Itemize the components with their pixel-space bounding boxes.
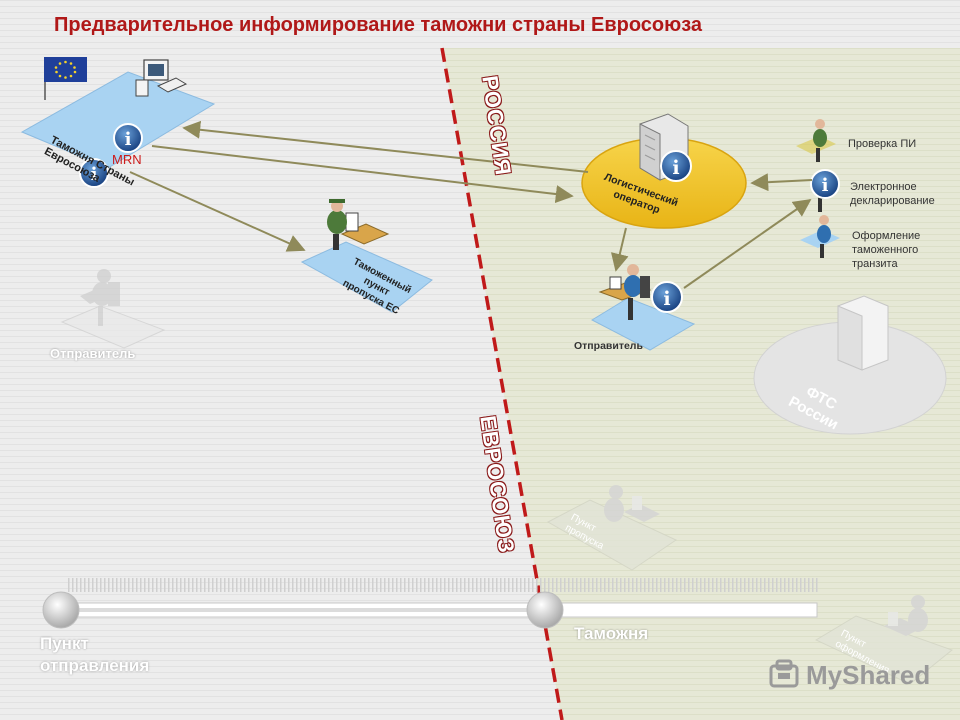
rail-track — [66, 578, 818, 592]
transit-label-3: транзита — [852, 258, 898, 270]
ru-checkpoint-node — [546, 485, 678, 571]
arrow-sender-to-declaration — [683, 198, 812, 289]
e-declaration-label-1: Электронное — [850, 181, 917, 193]
e-declaration-label-2: декларирование — [850, 195, 935, 207]
watermark: MyShared — [768, 658, 930, 692]
operator-icon — [598, 264, 652, 320]
transit-label-1: Оформление — [852, 230, 921, 242]
eu-customs-node — [20, 57, 216, 169]
arrow-eu-customs-to-logistics — [151, 145, 574, 204]
eu-sender-label: Отправитель — [50, 346, 136, 361]
info-icon: i — [79, 158, 109, 188]
arrow-logistics-to-eu-customs — [182, 120, 589, 173]
eu-sender-node — [60, 269, 166, 349]
arrow-eu-customs-to-border-post — [129, 171, 306, 252]
page-title: Предварительное информирование таможни с… — [54, 14, 702, 36]
transit-figure — [800, 215, 840, 258]
timeline-start-label-1: Пункт — [40, 634, 89, 653]
mrn-label: MRN — [112, 152, 142, 167]
timeline-customs-label: Таможня — [574, 624, 649, 643]
arrow-declaration-to-logistics — [750, 173, 813, 192]
arrow-logistics-to-sender — [610, 227, 629, 272]
watermark-text: MyShared — [806, 659, 931, 690]
server-icon — [837, 295, 889, 371]
svg-text:i: i — [91, 164, 98, 185]
info-icon: i — [651, 281, 683, 313]
operator-icon — [80, 269, 120, 326]
svg-text:i: i — [822, 175, 829, 196]
watermark-logo-icon — [769, 659, 799, 688]
fts-node — [753, 295, 947, 435]
timeline-start-label-2: отправления — [40, 656, 150, 675]
info-icon: i — [660, 150, 692, 182]
info-icon: i — [810, 169, 840, 199]
ru-sender-label: Отправитель — [574, 340, 643, 352]
info-icon: i — [113, 123, 143, 153]
svg-text:i: i — [672, 157, 679, 179]
ru-sender-node — [590, 264, 696, 351]
svg-text:i: i — [663, 288, 670, 310]
svg-text:i: i — [125, 129, 132, 150]
customs-point-marker — [526, 591, 564, 629]
ru-clearance-node — [814, 595, 954, 685]
pi-check-label: Проверка ПИ — [848, 138, 917, 150]
departure-point-marker — [42, 591, 80, 629]
russia-zone — [442, 48, 960, 720]
customs-officer-icon — [327, 199, 390, 250]
pi-check-figure — [796, 119, 836, 162]
transit-label-2: таможенного — [852, 244, 919, 256]
eu-border-post-node — [300, 199, 433, 313]
computer-icon — [135, 59, 188, 97]
